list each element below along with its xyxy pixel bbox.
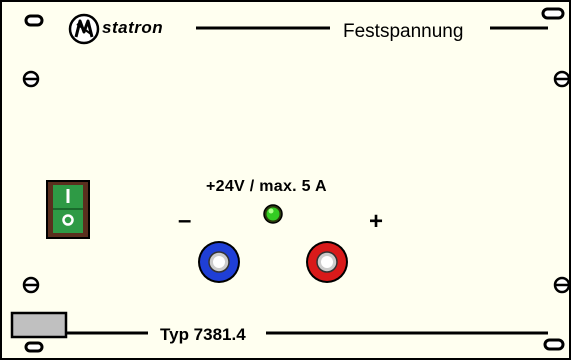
- model-label: Typ 7381.4: [154, 325, 252, 345]
- plus-label: +: [369, 208, 384, 235]
- panel-title: Festspannung: [339, 21, 468, 43]
- screw-bottom-right-icon: [553, 276, 571, 294]
- label-plate: [10, 311, 68, 339]
- bottom-left-slot-icon: [24, 341, 44, 353]
- screw-top-right-icon: [553, 70, 571, 88]
- top-right-slot-icon: [541, 7, 565, 20]
- status-led: [263, 204, 283, 224]
- positive-terminal[interactable]: [306, 241, 348, 283]
- minus-label: –: [178, 207, 192, 234]
- switch-off-symbol-icon: [62, 214, 74, 226]
- statron-logo-icon: [68, 13, 100, 45]
- brand-name: statron: [102, 18, 164, 37]
- negative-terminal[interactable]: [198, 241, 240, 283]
- screw-bottom-left-icon: [22, 276, 40, 294]
- top-left-slot-icon: [24, 14, 44, 27]
- bottom-right-slot-icon: [543, 338, 565, 351]
- power-switch[interactable]: [46, 180, 90, 239]
- screw-top-left-icon: [22, 70, 40, 88]
- output-spec-label: +24V / max. 5 A: [206, 178, 327, 195]
